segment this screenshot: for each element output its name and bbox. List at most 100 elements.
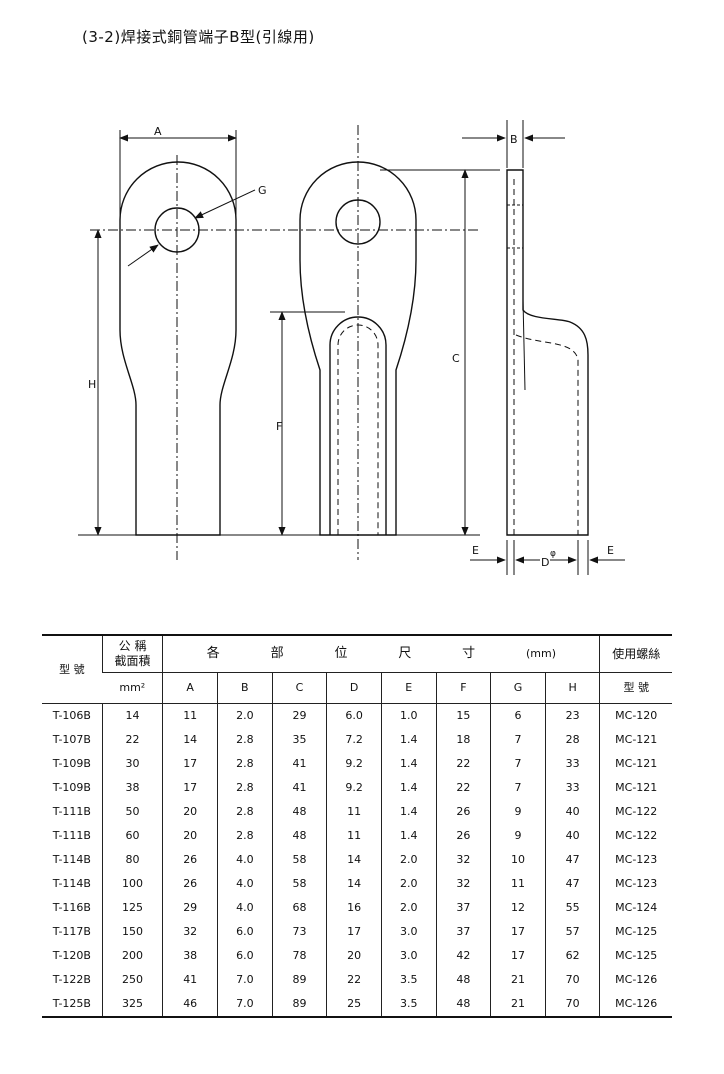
cell-dim-c: 78 xyxy=(271,944,327,968)
cell-dim-e: 3.0 xyxy=(380,920,437,944)
header-dim-e: E xyxy=(380,672,437,704)
cell-dim-g: 12 xyxy=(490,896,546,920)
cell-dim-d: 17 xyxy=(326,920,382,944)
cell-dim-e: 1.4 xyxy=(380,752,437,776)
cell-dim-d: 9.2 xyxy=(326,776,382,800)
cell-dim-c: 29 xyxy=(271,703,327,728)
cell-area: 200 xyxy=(101,944,163,968)
cell-dim-b: 2.8 xyxy=(217,752,273,776)
cell-dim-e: 3.5 xyxy=(380,992,437,1018)
cell-dim-c: 68 xyxy=(271,896,327,920)
cell-area: 100 xyxy=(101,872,163,896)
cell-dim-f: 18 xyxy=(435,728,491,752)
cell-dim-f: 48 xyxy=(435,968,491,992)
cell-model: T-116B xyxy=(52,901,91,914)
cell-dim-f: 48 xyxy=(435,992,491,1018)
cell-dim-d: 7.2 xyxy=(326,728,382,752)
cell-dim-d: 9.2 xyxy=(326,752,382,776)
cell-screw: MC-126 xyxy=(599,992,672,1018)
cell-model: T-111B xyxy=(52,805,91,818)
cell-model: T-111B xyxy=(52,829,91,842)
cell-dim-h: 28 xyxy=(544,728,600,752)
cell-dim-h: 70 xyxy=(544,992,600,1018)
cell-dim-f: 22 xyxy=(435,776,491,800)
cell-dim-g: 11 xyxy=(490,872,546,896)
label-g: G xyxy=(258,184,267,197)
cell-screw: MC-122 xyxy=(599,800,672,824)
header-dims-unit: (mm) xyxy=(526,647,557,660)
cell-dim-h: 70 xyxy=(544,968,600,992)
header-screw-bottom: 型 號 xyxy=(599,672,672,704)
cell-dim-a: 29 xyxy=(162,896,218,920)
cell-dim-b: 7.0 xyxy=(217,992,273,1018)
cell-dim-h: 47 xyxy=(544,848,600,872)
cell-dim-b: 4.0 xyxy=(217,848,273,872)
cell-dim-g: 7 xyxy=(490,728,546,752)
cell-dim-f: 32 xyxy=(435,848,491,872)
cell-screw: MC-120 xyxy=(599,703,672,728)
header-screw-top: 使用螺絲 xyxy=(612,646,661,661)
cell-model: T-106B xyxy=(52,709,91,722)
cell-dim-c: 48 xyxy=(271,824,327,848)
cell-dim-g: 21 xyxy=(490,992,546,1018)
cell-dim-d: 11 xyxy=(326,800,382,824)
side-view xyxy=(380,120,625,575)
cell-dim-d: 14 xyxy=(326,872,382,896)
cell-dim-c: 58 xyxy=(271,848,327,872)
header-dims-word: 位 xyxy=(334,646,348,661)
cell-dim-f: 26 xyxy=(435,800,491,824)
cell-dim-a: 20 xyxy=(162,824,218,848)
cell-dim-d: 14 xyxy=(326,848,382,872)
cell-dim-f: 26 xyxy=(435,824,491,848)
header-dim-g: G xyxy=(490,672,546,704)
cell-dim-a: 38 xyxy=(162,944,218,968)
cell-dim-h: 47 xyxy=(544,872,600,896)
label-h: H xyxy=(88,378,96,391)
cell-dim-g: 7 xyxy=(490,776,546,800)
cell-dim-e: 1.4 xyxy=(380,728,437,752)
cell-area: 30 xyxy=(101,752,163,776)
header-area-bottom: 截面積 xyxy=(114,654,151,668)
cell-dim-b: 2.8 xyxy=(217,776,273,800)
cell-dim-e: 1.4 xyxy=(380,776,437,800)
header-area-top: 公 稱 xyxy=(118,639,147,653)
cell-area: 14 xyxy=(101,703,163,728)
cell-dim-b: 2.8 xyxy=(217,728,273,752)
header-dim-b: B xyxy=(217,672,273,704)
cell-area: 150 xyxy=(101,920,163,944)
cell-screw: MC-122 xyxy=(599,824,672,848)
cell-dim-f: 37 xyxy=(435,920,491,944)
cell-dim-c: 58 xyxy=(271,872,327,896)
cell-dim-f: 22 xyxy=(435,752,491,776)
cell-screw: MC-124 xyxy=(599,896,672,920)
cell-dim-d: 6.0 xyxy=(326,703,382,728)
header-dims-word: 寸 xyxy=(462,646,476,661)
cell-dim-b: 2.8 xyxy=(217,824,273,848)
header-dims-word: 各 xyxy=(206,646,220,661)
cell-dim-a: 17 xyxy=(162,752,218,776)
cell-dim-a: 46 xyxy=(162,992,218,1018)
header-dims-group: 各 部 位 尺 寸 (mm) xyxy=(162,634,600,673)
header-dims-word: 部 xyxy=(270,646,284,661)
cell-dim-c: 41 xyxy=(271,776,327,800)
slot-inner xyxy=(329,316,387,535)
cell-dim-g: 10 xyxy=(490,848,546,872)
cell-dim-h: 33 xyxy=(544,776,600,800)
header-screw: 使用螺絲 xyxy=(599,634,672,673)
cell-dim-h: 55 xyxy=(544,896,600,920)
label-c: C xyxy=(452,352,460,365)
cell-dim-f: 32 xyxy=(435,872,491,896)
cell-dim-a: 32 xyxy=(162,920,218,944)
cell-dim-b: 2.0 xyxy=(217,703,273,728)
cell-dim-e: 3.0 xyxy=(380,944,437,968)
slotted-view xyxy=(270,125,417,560)
cell-dim-e: 2.0 xyxy=(380,896,437,920)
cell-dim-e: 1.4 xyxy=(380,824,437,848)
